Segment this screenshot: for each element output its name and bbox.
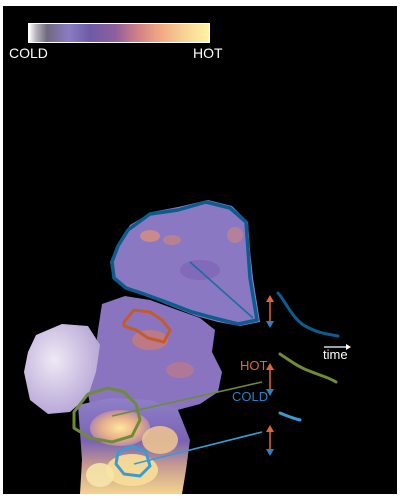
region-bottom-outline <box>114 444 152 478</box>
hot-cold-arrow-1 <box>266 295 274 328</box>
trace-middle <box>278 352 338 384</box>
time-label: time <box>323 347 348 362</box>
region-top-outline <box>110 200 259 326</box>
middle-body <box>24 296 222 418</box>
hot-cold-arrow-3 <box>266 425 274 456</box>
scale-hot-label: HOT <box>193 45 223 61</box>
scale-cold-label: COLD <box>9 45 48 61</box>
cold-annotation-label: COLD <box>232 389 268 404</box>
trace-bottom <box>278 411 302 422</box>
time-arrowhead <box>346 344 351 350</box>
region-middle-large-outline <box>72 386 142 444</box>
leader-line-bottom <box>133 431 263 465</box>
hot-cold-arrow-2 <box>266 363 274 396</box>
leader-line-middle <box>111 381 263 417</box>
trace-top <box>276 291 340 338</box>
color-scale-bar <box>28 23 210 43</box>
region-middle-small-outline <box>122 308 172 344</box>
hot-annotation-label: HOT <box>240 358 268 373</box>
leader-line-top <box>189 261 254 319</box>
